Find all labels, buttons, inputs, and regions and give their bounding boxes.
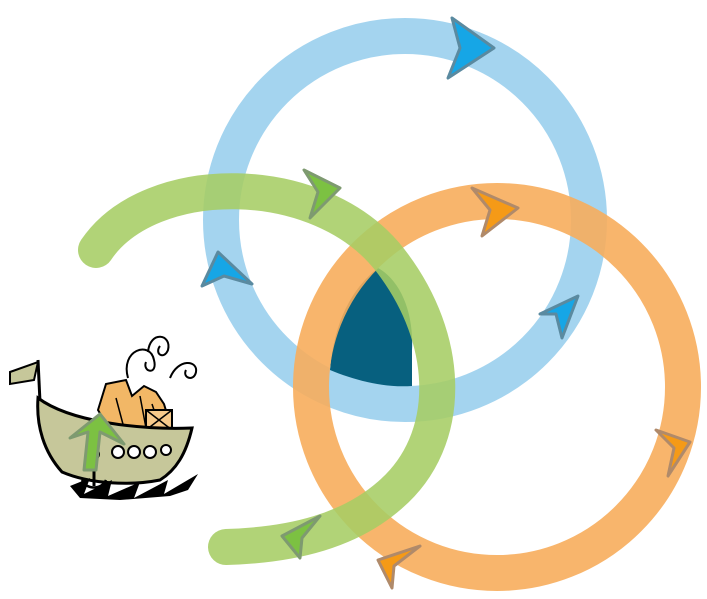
porthole-icon	[161, 445, 171, 455]
porthole-icon	[128, 446, 140, 458]
porthole-icon	[144, 446, 156, 458]
smoke-swirl-icon	[170, 363, 196, 378]
smoke-swirl-icon	[127, 350, 155, 378]
porthole-icon	[112, 446, 124, 458]
flag-icon	[10, 362, 38, 384]
